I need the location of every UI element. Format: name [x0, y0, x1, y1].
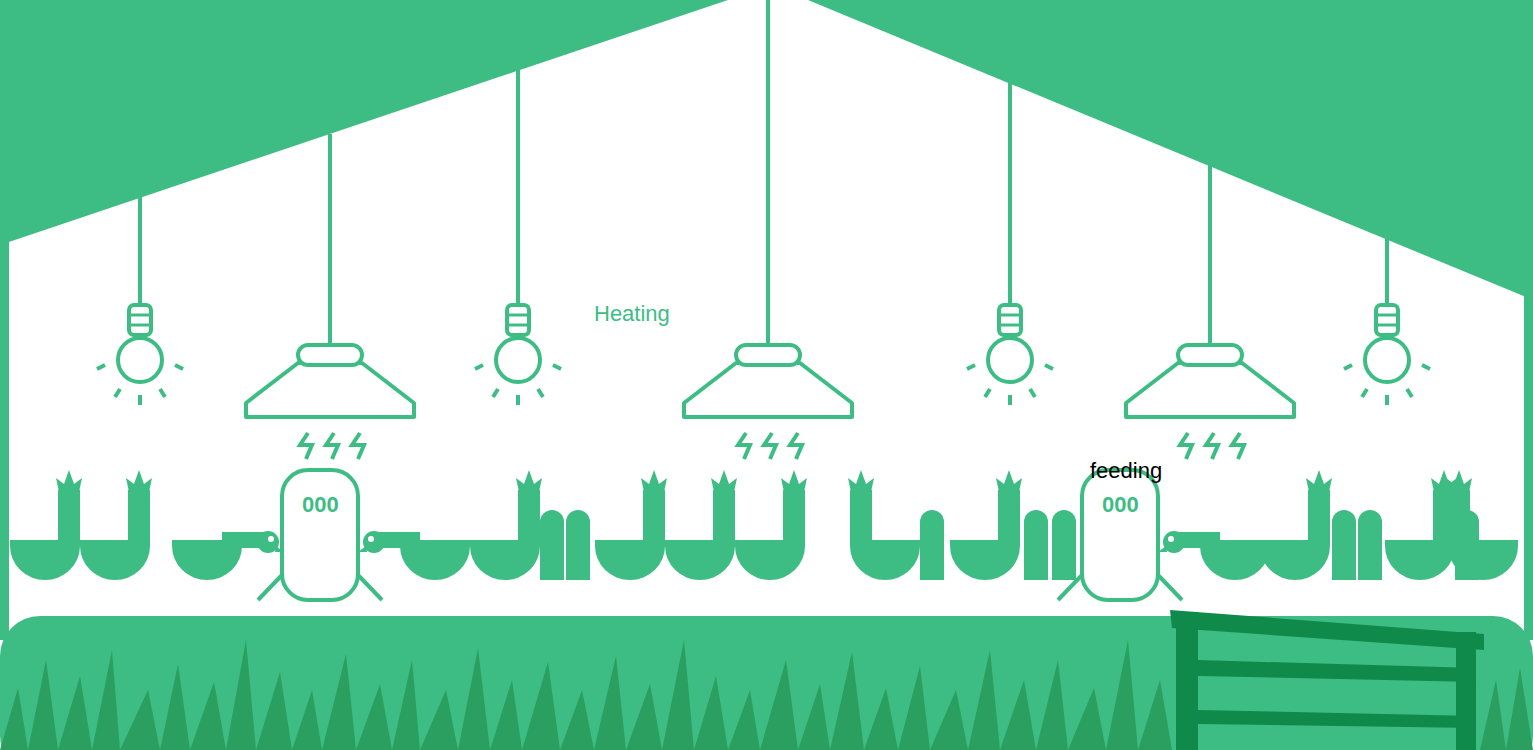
- chick: [1024, 510, 1048, 580]
- hen-pecking: [172, 531, 284, 580]
- roof-left: [0, 0, 728, 245]
- lamp-cord: [1008, 80, 1012, 305]
- heat-lamp: [246, 345, 414, 459]
- hen: [735, 470, 807, 580]
- roof-right: [808, 0, 1533, 300]
- heater-cord: [1208, 165, 1212, 347]
- chick: [1358, 510, 1382, 580]
- heater-cord: [328, 134, 332, 347]
- wall-left: [0, 240, 9, 640]
- hen-pecking: [1158, 531, 1270, 580]
- feeder-marking: 000: [302, 493, 339, 517]
- heater-cord: [766, 0, 770, 347]
- hen: [1385, 470, 1457, 580]
- bench-plank: [1170, 610, 1484, 650]
- feeder-marking: 000: [1102, 493, 1139, 517]
- hen: [80, 470, 152, 580]
- section-label: Heating: [594, 302, 670, 326]
- light-bulb: [967, 305, 1053, 405]
- light-bulb: [97, 305, 183, 405]
- bench-leg: [1456, 632, 1476, 750]
- light-bulb: [1344, 305, 1430, 405]
- hen: [595, 470, 667, 580]
- hen: [470, 470, 542, 580]
- feeder: [1058, 470, 1182, 600]
- chick: [1332, 510, 1356, 580]
- chick: [920, 510, 944, 580]
- bench-plank: [1198, 660, 1476, 682]
- section-label: feeding: [1090, 459, 1162, 483]
- hen: [848, 470, 920, 580]
- lamp-cord: [138, 196, 142, 305]
- chick: [1052, 510, 1076, 580]
- chick: [566, 510, 590, 580]
- wall-right: [1524, 295, 1533, 640]
- feeder: [258, 470, 382, 600]
- lamp-cord: [1385, 222, 1389, 305]
- heat-lamp: [684, 345, 852, 459]
- bench-leg: [1176, 612, 1198, 750]
- hen-pecking: [358, 531, 470, 580]
- hen: [950, 470, 1022, 580]
- grass: [0, 640, 1533, 750]
- chick: [540, 510, 564, 580]
- hen: [665, 470, 737, 580]
- hen: [1260, 470, 1332, 580]
- hen: [10, 470, 82, 580]
- bench-plank: [1198, 710, 1476, 728]
- heat-lamp: [1126, 345, 1294, 459]
- lamp-cord: [516, 70, 520, 305]
- light-bulb: [475, 305, 561, 405]
- hen: [1446, 470, 1518, 580]
